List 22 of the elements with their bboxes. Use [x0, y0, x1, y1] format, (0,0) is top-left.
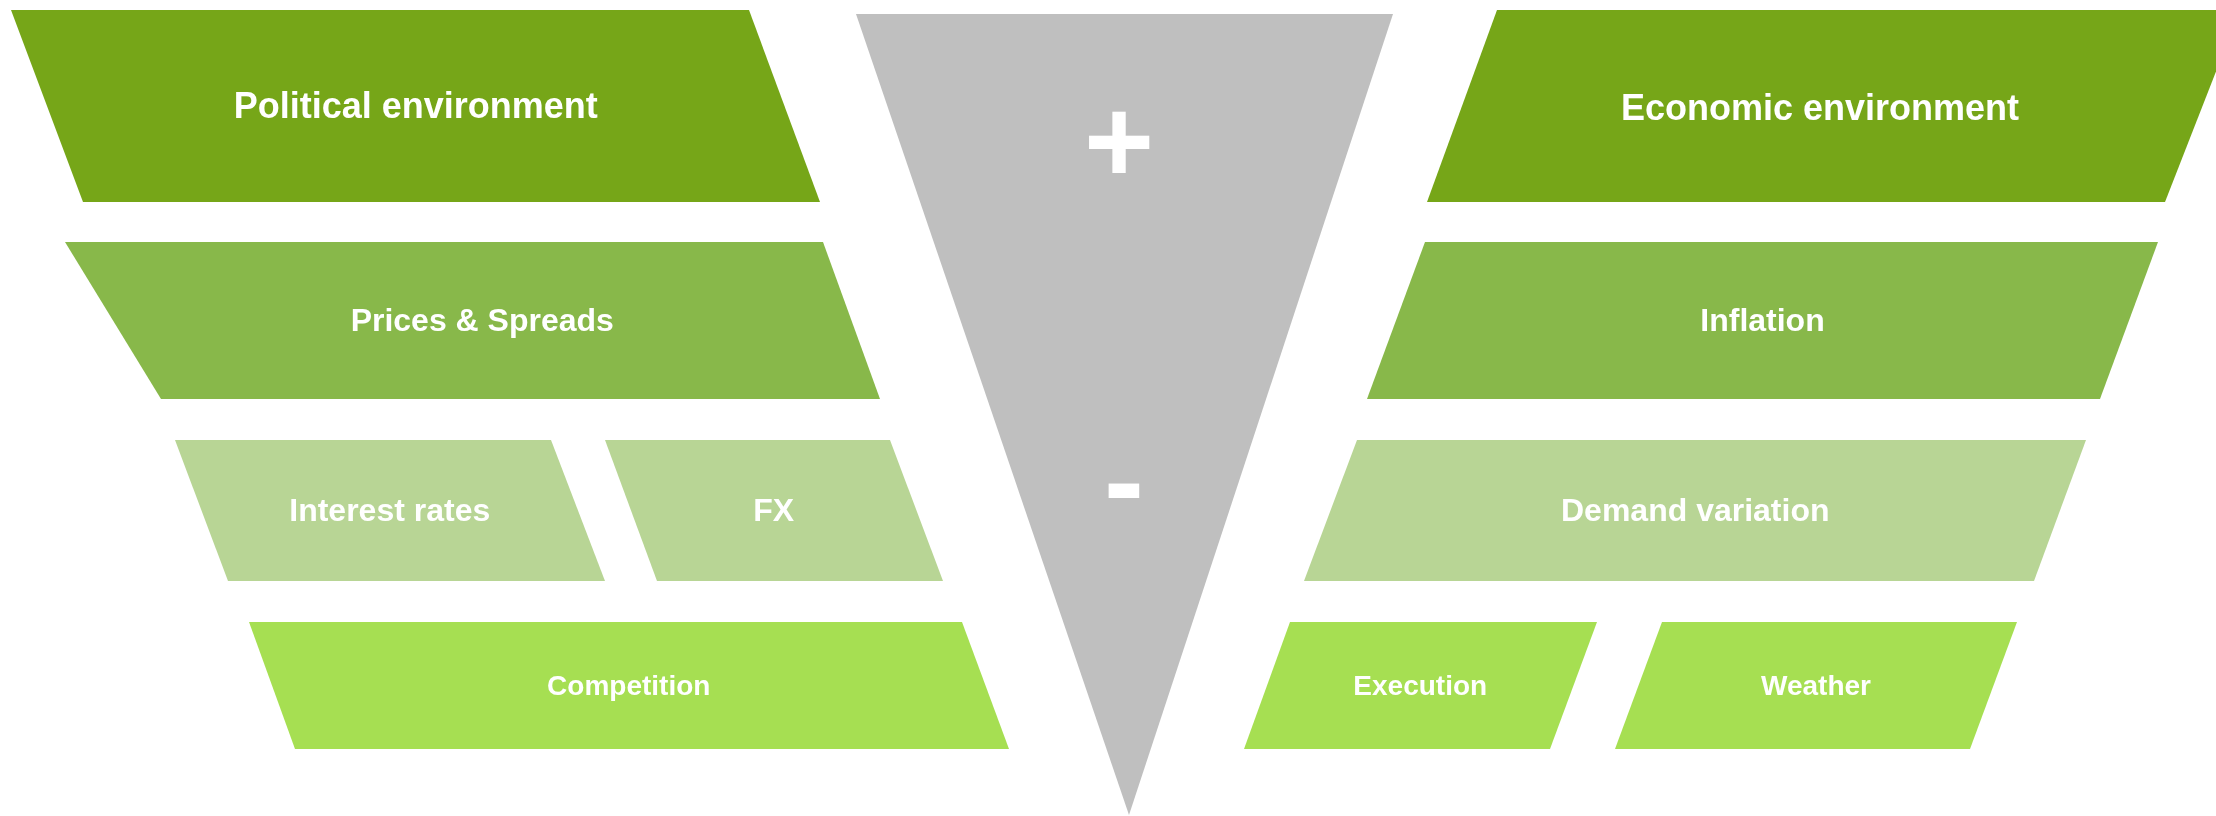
box-label: Interest rates [289, 492, 491, 529]
box-label: Competition [547, 670, 711, 701]
box-label: Economic environment [1620, 88, 2020, 128]
parallelogram-box [1427, 10, 2216, 202]
parallelogram-box [11, 10, 820, 202]
parallelogram-box [65, 242, 880, 399]
box-label: Political environment [233, 86, 598, 126]
parallelogram-box [1615, 622, 2017, 749]
parallelogram-box [605, 440, 943, 581]
box-label: Prices & Spreads [350, 302, 614, 339]
parallelogram-box [1244, 622, 1597, 749]
box-label: Demand variation [1561, 492, 1830, 529]
box-label: Weather [1761, 670, 1871, 701]
parallelogram-box [249, 622, 1009, 749]
sign-label: + [1083, 75, 1155, 207]
sign-label: - [1104, 414, 1144, 546]
parallelogram-box [1304, 440, 2086, 581]
parallelogram-box [1367, 242, 2158, 399]
box-label: FX [753, 492, 795, 529]
box-label: Inflation [1700, 302, 1825, 339]
parallelogram-box [175, 440, 605, 581]
box-label: Execution [1353, 670, 1488, 701]
